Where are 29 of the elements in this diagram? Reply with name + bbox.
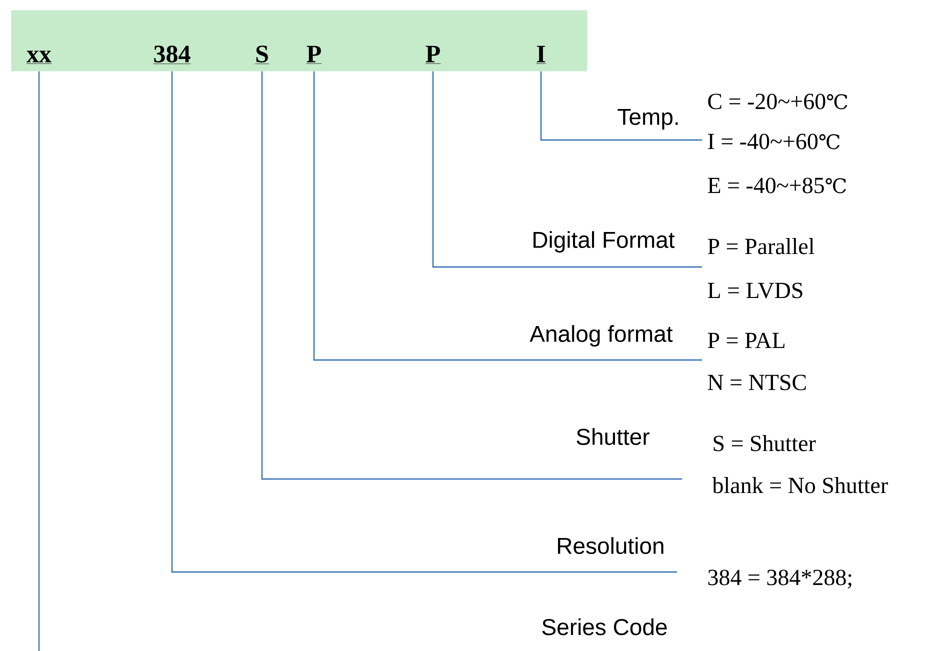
code-letter: 384 — [153, 46, 191, 64]
leader-line — [313, 71, 702, 361]
code-letter: P — [425, 46, 441, 64]
leader-line — [432, 71, 702, 268]
code-letter: P — [306, 46, 322, 64]
option-text: L = LVDS — [708, 282, 802, 298]
field-label: Digital Format — [534, 231, 675, 253]
code-letter: S — [254, 46, 270, 64]
leader-line — [171, 71, 677, 573]
option-text: P = Parallel — [708, 238, 814, 254]
field-label: Series Code — [542, 618, 667, 636]
leader-line — [261, 71, 682, 480]
option-text: S = Shutter — [714, 435, 816, 452]
option-text: C = -20~+60℃ — [708, 94, 848, 110]
field-label: Temp. — [618, 108, 678, 130]
leader-line — [540, 71, 702, 141]
option-text: I = -40~+60℃ — [708, 134, 840, 150]
option-text: blank = No Shutter — [712, 477, 888, 494]
field-label: Analog format — [530, 325, 673, 347]
option-text: 384 = 384*288; — [708, 570, 852, 589]
code-letter: I — [536, 46, 546, 64]
code-band — [11, 10, 588, 72]
option-text: P = PAL — [708, 332, 784, 348]
leader-line — [38, 71, 40, 651]
option-text: N = NTSC — [708, 374, 806, 390]
code-letter: xx — [26, 50, 52, 64]
field-label: Shutter — [576, 428, 650, 446]
option-text: E = -40~+85℃ — [708, 178, 846, 194]
field-label: Resolution — [558, 537, 664, 554]
